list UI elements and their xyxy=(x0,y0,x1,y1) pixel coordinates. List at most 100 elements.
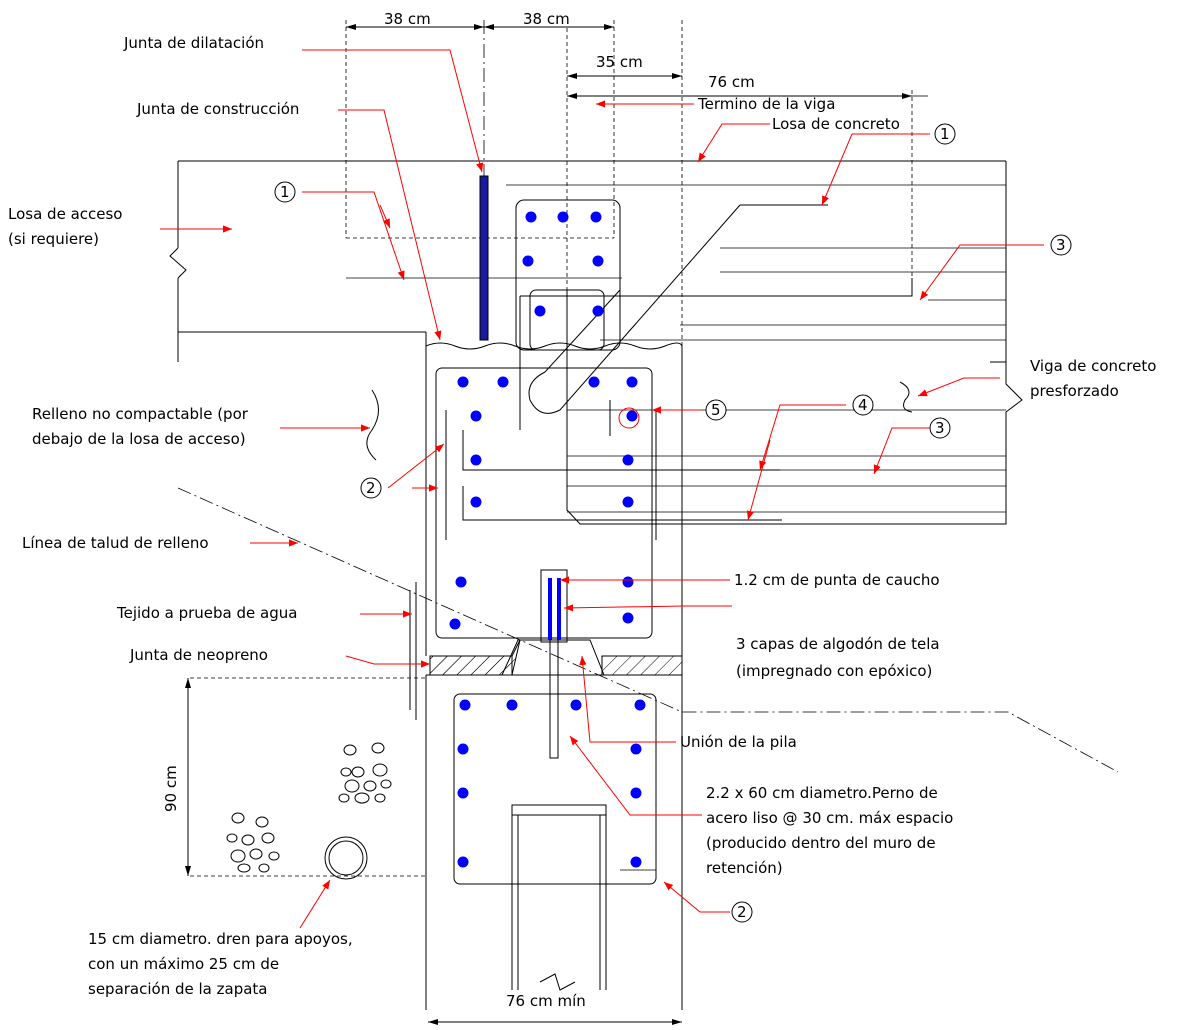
label-capas-2: (impregnado con epóxico) xyxy=(736,662,932,680)
rebar-dot xyxy=(457,856,469,868)
label-perno: 2.2 x 60 cm diametro.Perno de xyxy=(706,784,938,802)
callout-markers: 1 1 3 4 3 5 2 2 xyxy=(274,123,1072,923)
rebar-dot xyxy=(506,699,518,711)
rebar-dot xyxy=(630,743,642,755)
rebar-dot xyxy=(534,305,546,317)
label-viga: Viga de concreto xyxy=(1030,357,1156,375)
marker-4: 4 xyxy=(858,396,868,414)
label-junta-construccion: Junta de construcción xyxy=(136,100,299,118)
rebar-dot xyxy=(557,211,569,223)
stone-shape xyxy=(261,832,275,844)
stone-shape xyxy=(241,834,255,846)
stone-shape xyxy=(338,793,350,803)
stone-shape xyxy=(258,863,270,873)
stone-shape xyxy=(374,793,386,803)
rebar-dot xyxy=(622,496,634,508)
rebar-dot xyxy=(470,454,482,466)
neoprene-pad xyxy=(426,639,683,676)
dim-76: 76 cm xyxy=(708,73,755,91)
stone-shape xyxy=(249,848,263,860)
rebar-dot xyxy=(449,618,461,630)
rebar-dot xyxy=(457,787,469,799)
rebar-dot xyxy=(626,410,638,422)
pile-cap xyxy=(425,675,683,1010)
dowel-assembly xyxy=(540,569,568,759)
fill-slope-line xyxy=(177,487,1119,773)
stone-shape xyxy=(363,780,377,792)
label-junta-dilatacion: Junta de dilatación xyxy=(123,34,264,52)
marker-3a: 3 xyxy=(1056,236,1066,254)
stone-shape xyxy=(237,863,251,873)
rebar-dot xyxy=(457,743,469,755)
marker-1a: 1 xyxy=(280,183,290,201)
label-perno-2: acero liso @ 30 cm. máx espacio xyxy=(706,809,953,827)
rebar-dot xyxy=(522,255,534,267)
label-relleno: Relleno no compactable (por xyxy=(32,405,249,423)
stone-shape xyxy=(371,742,385,754)
stone-shape xyxy=(354,792,370,804)
expansion-joint xyxy=(479,175,489,341)
dim-38-right: 38 cm xyxy=(523,10,570,28)
label-perno-4: retención) xyxy=(706,859,783,877)
rebar-dot xyxy=(622,612,634,624)
dim-76-min: 76 cm mín xyxy=(506,992,586,1010)
label-capas: 3 capas de algodón de tela xyxy=(736,635,940,653)
rebar-dot xyxy=(592,255,604,267)
rebar-dot xyxy=(525,211,537,223)
stone-shape xyxy=(226,833,238,843)
rebar-dot xyxy=(459,699,471,711)
label-neopreno: Junta de neopreno xyxy=(129,646,268,664)
rebar-dot xyxy=(497,376,509,388)
backfill-zone xyxy=(185,381,913,877)
stone-shape xyxy=(230,849,246,863)
dim-35: 35 cm xyxy=(596,53,643,71)
dim-90: 90 cm xyxy=(162,765,180,812)
rebar-dot xyxy=(626,376,638,388)
annotations: Junta de dilatación Junta de construcció… xyxy=(8,34,1156,1010)
stone-shape xyxy=(231,812,245,824)
label-viga-2: presforzado xyxy=(1030,382,1119,400)
label-punta-caucho: 1.2 cm de punta de caucho xyxy=(734,571,940,589)
marker-3b: 3 xyxy=(935,419,945,437)
stone-shape xyxy=(340,767,352,777)
stone-shape xyxy=(372,763,388,777)
stone-shape xyxy=(268,851,280,861)
marker-5: 5 xyxy=(711,401,721,419)
construction-joint-line xyxy=(425,342,683,350)
label-union-pila: Unión de la pila xyxy=(680,733,797,751)
rebar-dot xyxy=(634,699,646,711)
rebar-dot xyxy=(622,454,634,466)
drain-pipe-icon xyxy=(324,836,368,880)
label-termino-viga: Termino de la viga xyxy=(697,95,835,113)
rebar-group xyxy=(449,211,646,868)
rebar-dot xyxy=(457,376,469,388)
rebar-dot xyxy=(470,496,482,508)
stones-icon xyxy=(226,742,392,873)
label-talud: Línea de talud de relleno xyxy=(22,534,209,552)
rebar-dot xyxy=(455,576,467,588)
stone-shape xyxy=(344,779,360,793)
stone-shape xyxy=(255,816,269,828)
label-losa-acceso-2: (si requiere) xyxy=(8,230,99,248)
rebar-dot xyxy=(630,856,642,868)
marker-2b: 2 xyxy=(737,903,747,921)
prestressed-beam xyxy=(566,290,1023,525)
rebar-dot xyxy=(588,376,600,388)
label-dren-3: separación de la zapata xyxy=(88,980,267,998)
rebar-dot xyxy=(630,787,642,799)
stone-shape xyxy=(380,779,392,789)
stone-shape xyxy=(351,766,365,778)
label-dren: 15 cm diametro. dren para apoyos, xyxy=(88,930,353,948)
label-dren-2: con un máximo 25 cm de xyxy=(88,955,279,973)
label-losa-concreto: Losa de concreto xyxy=(772,115,900,133)
label-relleno-2: debajo de la losa de acceso) xyxy=(32,430,246,448)
rebar-dot xyxy=(570,699,582,711)
rebar-dot xyxy=(590,211,602,223)
rebar-dot xyxy=(592,305,604,317)
dim-38-left: 38 cm xyxy=(384,10,431,28)
rebar-dot xyxy=(470,410,482,422)
marker-1b: 1 xyxy=(940,125,950,143)
label-losa-acceso: Losa de acceso xyxy=(8,205,122,223)
marker-2a: 2 xyxy=(366,479,376,497)
